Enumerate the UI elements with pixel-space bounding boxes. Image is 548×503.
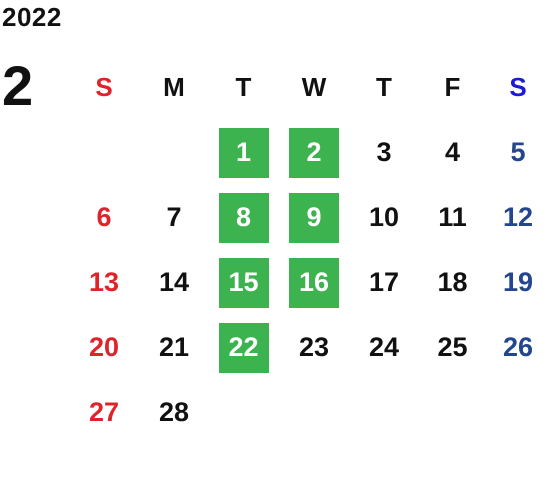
calendar-day-number: 1	[235, 137, 252, 167]
highlighted-day-marker	[218, 322, 269, 373]
calendar-day-17[interactable]: 17	[351, 250, 417, 315]
calendar-day-23[interactable]: 23	[277, 315, 351, 380]
calendar-day-number: 24	[368, 332, 400, 362]
highlighted-day-marker	[289, 192, 339, 243]
calendar-day-number: 13	[88, 267, 120, 297]
calendar-day-10[interactable]: 10	[351, 185, 417, 250]
calendar-day-20[interactable]: 20	[70, 315, 138, 380]
highlighted-day-marker	[218, 257, 269, 308]
calendar-day-number: 17	[368, 267, 400, 297]
calendar-day-25[interactable]: 25	[417, 315, 488, 380]
calendar-day-number: 28	[158, 397, 190, 427]
calendar-day-21[interactable]: 21	[138, 315, 210, 380]
calendar-day-number: 8	[235, 202, 252, 232]
weekday-header-sat: S	[509, 72, 527, 102]
calendar-day-5[interactable]: 5	[488, 120, 548, 185]
weekday-header-fri: F	[444, 72, 461, 102]
calendar-day-number: 5	[510, 137, 526, 167]
calendar-day-6[interactable]: 6	[70, 185, 138, 250]
calendar-day-9[interactable]: 9	[277, 185, 351, 250]
weekday-header-sun: S	[95, 72, 113, 102]
weekday-header-tue: T	[235, 72, 252, 102]
calendar-day-18[interactable]: 18	[417, 250, 488, 315]
calendar-day-8[interactable]: 8	[210, 185, 277, 250]
calendar-day-number: 15	[228, 267, 259, 297]
calendar-day-number: 25	[437, 332, 468, 362]
calendar-day-number: 11	[438, 202, 467, 232]
highlighted-day-marker	[289, 127, 339, 178]
calendar-day-number: 21	[158, 332, 190, 362]
calendar-day-number: 22	[228, 332, 259, 362]
calendar-day-16[interactable]: 16	[277, 250, 351, 315]
calendar-day-number: 27	[88, 397, 120, 427]
calendar-day-7[interactable]: 7	[138, 185, 210, 250]
calendar-day-2[interactable]: 2	[277, 120, 351, 185]
calendar-day-28[interactable]: 28	[138, 380, 210, 445]
calendar-day-number: 19	[502, 267, 534, 297]
weekday-header-mon: M	[163, 72, 185, 102]
calendar-day-13[interactable]: 13	[70, 250, 138, 315]
calendar-day-3[interactable]: 3	[351, 120, 417, 185]
calendar-day-number: 26	[502, 332, 534, 362]
highlighted-day-marker	[289, 257, 339, 308]
highlighted-day-marker	[218, 127, 269, 178]
calendar-day-19[interactable]: 19	[488, 250, 548, 315]
calendar-month: 2	[2, 54, 34, 117]
weekday-header-wed: W	[301, 72, 327, 102]
calendar-day-number: 14	[158, 267, 190, 297]
calendar-blank-cell	[70, 120, 138, 185]
calendar-day-1[interactable]: 1	[210, 120, 277, 185]
calendar-day-number: 20	[88, 332, 120, 362]
calendar-day-number: 10	[368, 202, 400, 232]
calendar-day-number: 2	[306, 137, 322, 167]
calendar-blank-cell	[138, 120, 210, 185]
calendar-day-15[interactable]: 15	[210, 250, 277, 315]
calendar-day-number: 12	[502, 202, 534, 232]
calendar-day-14[interactable]: 14	[138, 250, 210, 315]
calendar-day-number: 18	[437, 267, 468, 297]
calendar-day-11[interactable]: 11	[417, 185, 488, 250]
calendar-day-27[interactable]: 27	[70, 380, 138, 445]
calendar-day-24[interactable]: 24	[351, 315, 417, 380]
weekday-header-thu: T	[376, 72, 392, 102]
calendar-day-number: 16	[298, 267, 330, 297]
calendar-day-number: 23	[298, 332, 330, 362]
calendar-day-number: 3	[376, 137, 392, 167]
calendar-day-26[interactable]: 26	[488, 315, 548, 380]
calendar-day-12[interactable]: 12	[488, 185, 548, 250]
calendar-day-22[interactable]: 22	[210, 315, 277, 380]
calendar-day-number: 7	[166, 202, 182, 232]
calendar-day-number: 9	[306, 202, 322, 232]
calendar-day-4[interactable]: 4	[417, 120, 488, 185]
calendar-day-number: 4	[444, 137, 461, 167]
calendar-day-number: 6	[96, 202, 112, 232]
calendar-year: 2022	[2, 2, 62, 32]
highlighted-day-marker	[218, 192, 269, 243]
